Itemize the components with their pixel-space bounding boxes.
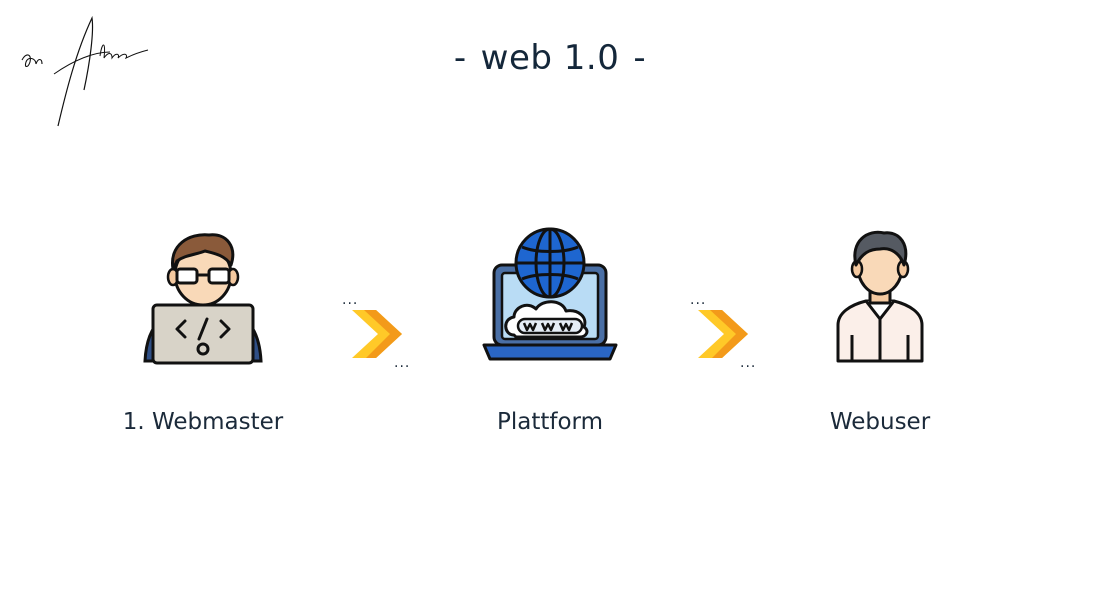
chevron-right-icon xyxy=(698,310,748,358)
node-label: Plattform xyxy=(496,409,603,435)
programmer-laptop-icon xyxy=(143,233,263,365)
user-person-icon xyxy=(836,230,924,363)
chevron-right-icon xyxy=(352,310,402,358)
dots-top: ... xyxy=(342,292,359,308)
node-plattform: Plattform xyxy=(420,225,680,435)
dots-bottom: ... xyxy=(740,355,757,371)
title-dash-right: - xyxy=(633,38,647,78)
node-label: Webuser xyxy=(829,409,931,435)
node-webmaster: 1. Webmaster xyxy=(73,225,333,435)
title-text: web 1.0 xyxy=(480,38,620,78)
node-label: 1. Webmaster xyxy=(122,409,284,435)
dots-top: ... xyxy=(690,292,707,308)
title-dash-left: - xyxy=(453,38,467,78)
dots-bottom: ... xyxy=(394,355,411,371)
globe-laptop-www-icon xyxy=(482,227,618,361)
page-title: -web 1.0- xyxy=(0,38,1100,78)
node-webuser: Webuser xyxy=(750,225,1010,435)
signature-icon xyxy=(21,15,149,127)
